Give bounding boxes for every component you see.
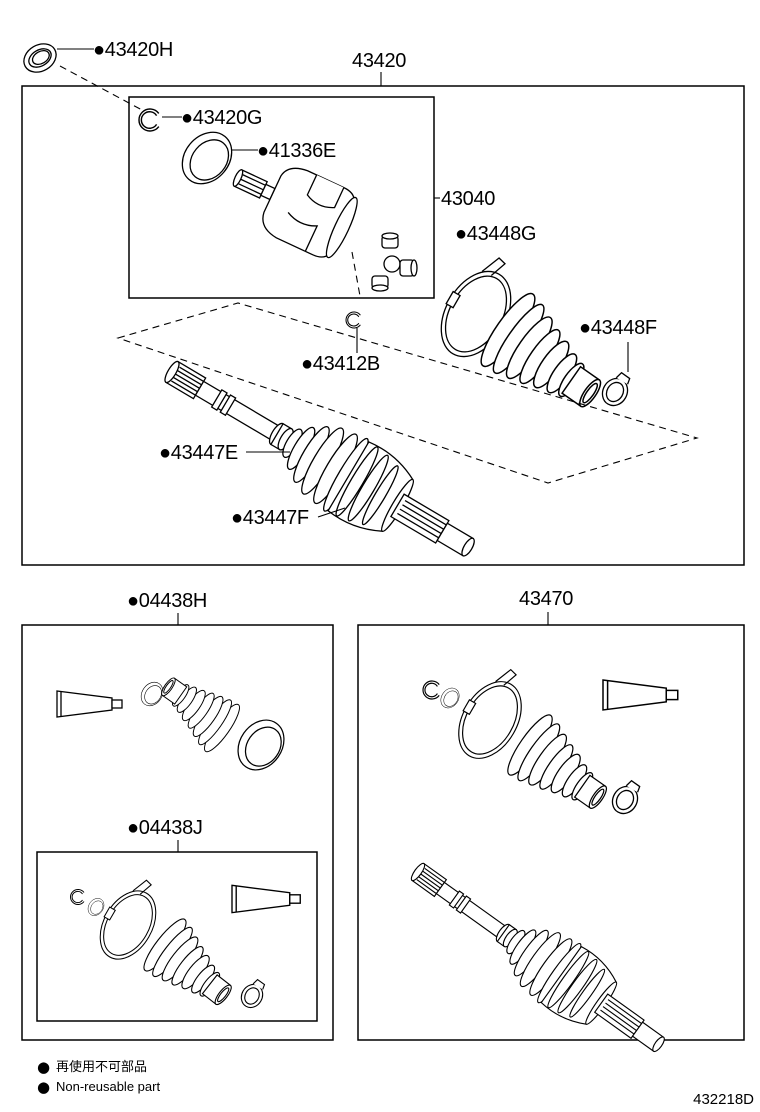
label-43448F: ●43448F [579,317,657,339]
boot-illustration [137,913,250,1021]
small-ring-illustration [84,895,108,919]
dashed-guide-housing [351,251,361,297]
snap-ring-43420G-illustration [138,108,160,132]
label-43420: 43420 [352,50,406,72]
grease-tube-illustration [602,679,679,711]
small-ring-illustration [436,684,464,712]
grease-tube-illustration [56,690,123,718]
label-43420G: ●43420G [181,107,262,129]
label-04438H: ●04438H [127,590,207,612]
boot-illustration [500,709,626,827]
label-04438J: ●04438J [127,817,203,839]
snap-ring-43412B-illustration [345,311,361,329]
label-43412B: ●43412B [301,353,380,375]
label-41336E: ●41336E [257,140,336,162]
label-43447F: ●43447F [231,507,309,529]
boot-illustration [146,663,245,757]
dashed-guide-parallelogram [116,302,699,484]
leader-43447F [317,507,346,518]
clamp-illustration [606,776,647,819]
grease-tube-illustration [231,884,301,914]
clamp-illustration [236,975,270,1012]
boot-illustration [472,286,624,430]
snap-ring-illustration [422,680,440,700]
kit-box-04438J [36,851,318,1022]
label-43470: 43470 [519,588,573,610]
snap-ring-illustration [70,889,85,905]
label-43040: 43040 [441,188,495,210]
assembly-box-43470 [357,624,745,1041]
kit-box-04438H [21,624,334,1041]
legend-bullet: ● [37,1058,50,1076]
ring-41336E-illustration [171,121,243,195]
label-43447E: ●43447E [159,442,238,464]
legend-bullet: ● [37,1078,50,1096]
clamp-43448F-illustration [596,368,637,411]
diagram-code: 432218D [693,1091,754,1108]
seal-43420H-illustration [23,43,57,73]
legend-text-japanese: 再使用不可部品 [56,1059,147,1074]
inner-joint-housing-illustration [232,167,358,259]
label-43448G: ●43448G [455,223,536,245]
tripod-illustration [371,232,418,292]
assembly-box-43420 [21,85,745,566]
band-ring-illustration [228,710,294,780]
label-43420H: ●43420H [93,39,173,61]
legend-text-english: Non-reusable part [56,1079,160,1094]
